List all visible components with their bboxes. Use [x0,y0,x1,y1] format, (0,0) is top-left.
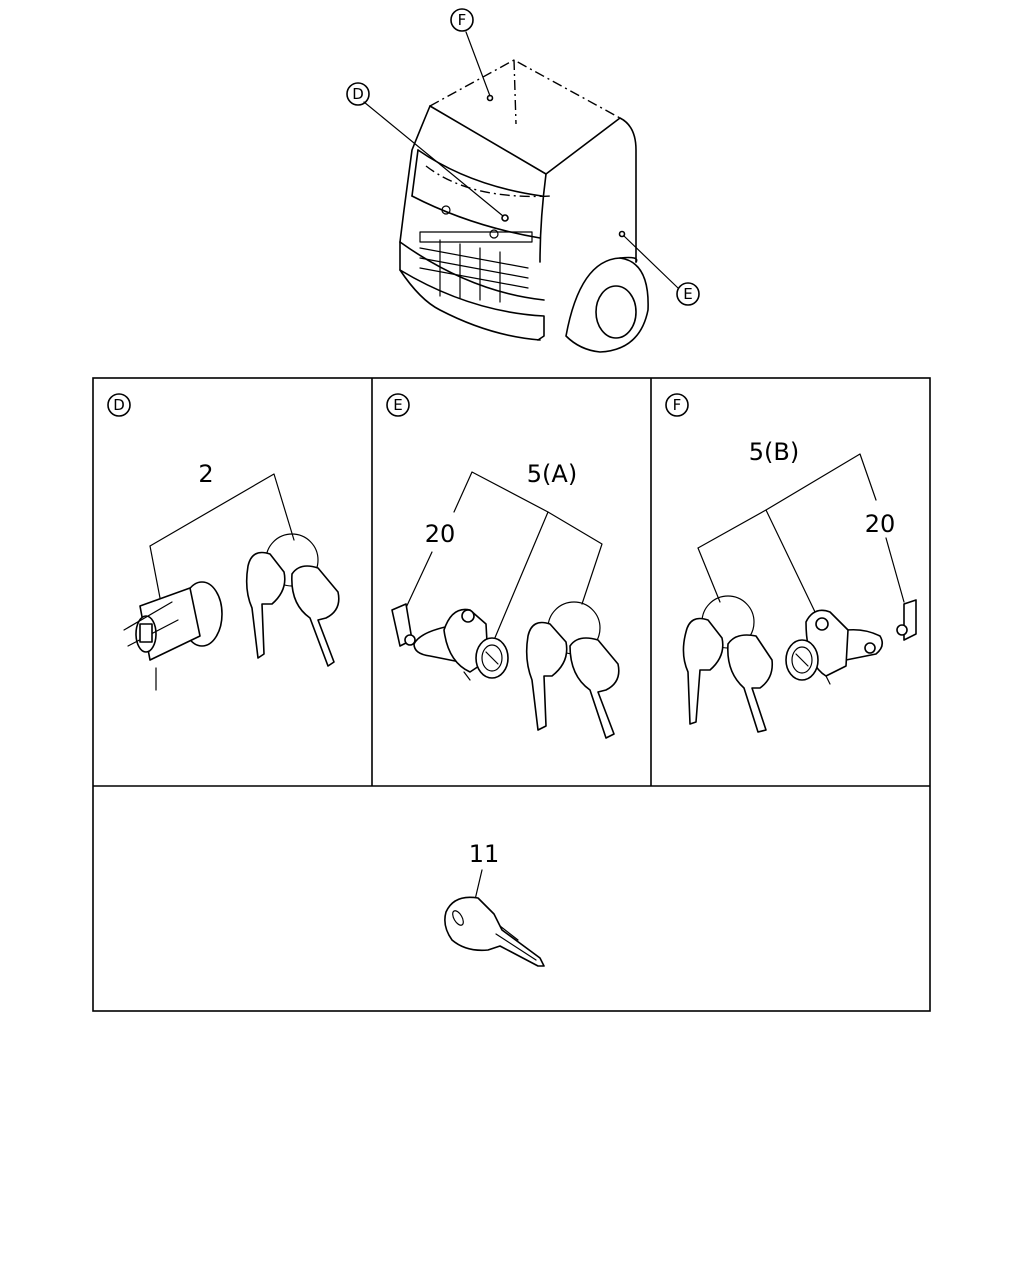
panel-f-keyset-number: 5(B) [749,438,799,466]
panel-e-callout-circle [386,393,410,417]
panel-blank-key: 11 [444,840,545,967]
retaining-clip-f [896,599,917,641]
door-lock-cylinder-f [785,609,884,685]
truck-cab-illustration [346,8,700,353]
panel-f-callout-circle [665,393,689,417]
panel-d: D 2 [107,393,340,691]
retaining-clip-e [391,603,416,647]
panel-e-callout: E [393,396,402,414]
blank-key-part-number: 11 [469,840,500,868]
door-lock-cylinder-e [413,608,509,681]
panel-e: E 5(A) 20 [386,393,620,739]
key-set-d [245,533,340,667]
detail-panel-frame [92,377,931,1012]
panel-d-callout: D [113,396,125,414]
ignition-lock-cylinder [123,581,223,691]
truck-callout-f: F [458,11,467,29]
panel-e-keyset-number: 5(A) [527,460,577,488]
panel-e-clip-number: 20 [425,520,456,548]
truck-callout-d: D [352,85,364,103]
panel-d-part-number: 2 [198,460,213,488]
panel-d-callout-circle [107,393,131,417]
truck-callout-e: E [683,285,692,303]
panel-f-clip-number: 20 [865,510,896,538]
key-set-f [682,595,774,733]
panel-f-callout: F [673,396,682,414]
blank-key [444,896,545,967]
panel-f: F 5(B) 20 [665,393,917,733]
key-set-e [525,601,620,739]
